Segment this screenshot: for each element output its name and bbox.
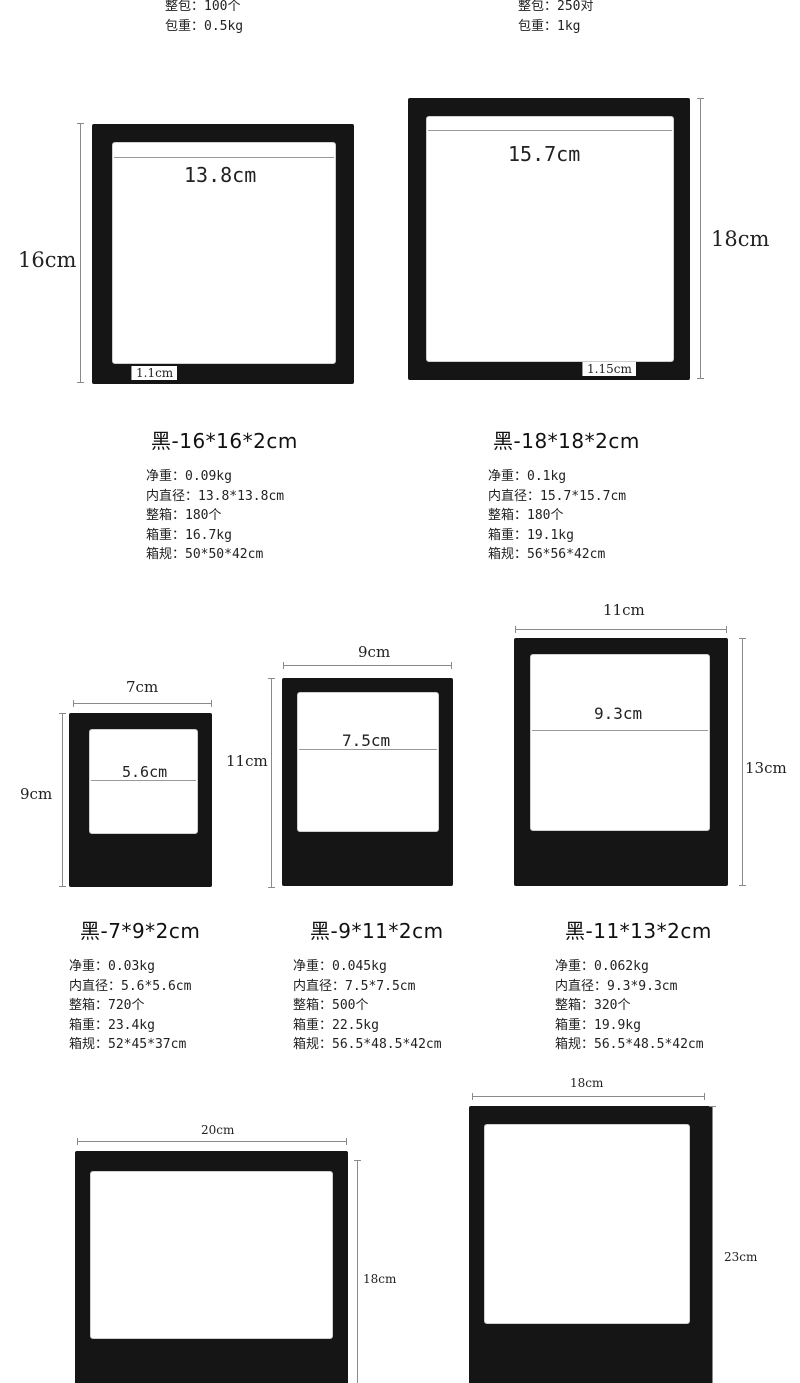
- spec-inner-diameter: 内直径：7.5*7.5cm: [293, 978, 416, 994]
- inner-width-line: [428, 130, 672, 131]
- width-label: 11cm: [603, 601, 645, 619]
- inner-width-label: 7.5cm: [342, 731, 391, 750]
- width-label: 20cm: [201, 1123, 235, 1137]
- spec-carton-size: 箱规：50*50*42cm: [146, 547, 264, 562]
- inner-width-label: 9.3cm: [594, 704, 643, 723]
- spec-carton-weight: 箱重：16.7kg: [146, 527, 232, 543]
- inner-width-line: [114, 157, 334, 158]
- frame-window: [112, 142, 336, 364]
- spec-per-carton: 整箱：320个: [555, 998, 631, 1013]
- width-label: 18cm: [570, 1076, 604, 1090]
- product-specs: 净重：0.09kg 内直径：13.8*13.8cm 整箱：180个 箱重：16.…: [146, 467, 284, 565]
- product-title: 黑-7*9*2cm: [80, 919, 201, 943]
- spec-net-weight: 净重：0.062kg: [555, 959, 649, 974]
- product-title: 黑-18*18*2cm: [493, 429, 640, 453]
- frame-window: [484, 1124, 690, 1324]
- inner-width-line: [299, 749, 437, 750]
- width-dimension-line: [472, 1093, 705, 1100]
- inner-width-label: 15.7cm: [508, 142, 581, 166]
- spec-carton-size: 箱规：56.5*48.5*42cm: [555, 1037, 704, 1052]
- spec-per-carton: 整箱：180个: [488, 508, 564, 523]
- border-width-label: 1.1cm: [131, 366, 178, 380]
- width-label: 9cm: [358, 643, 391, 661]
- height-label: 9cm: [20, 785, 53, 803]
- width-dimension-line: [515, 626, 727, 633]
- spec-carton-weight: 箱重：19.9kg: [555, 1017, 641, 1033]
- height-label: 18cm: [363, 1272, 397, 1286]
- spec-per-carton: 整箱：180个: [146, 508, 222, 523]
- width-dimension-line: [77, 1138, 347, 1145]
- spec-line: 包重：0.5kg: [165, 18, 244, 34]
- width-dimension-line: [283, 662, 452, 669]
- width-dimension-line: [73, 700, 212, 707]
- inner-width-label: 5.6cm: [122, 763, 168, 781]
- spec-inner-diameter: 内直径：15.7*15.7cm: [488, 488, 627, 504]
- height-dimension-line: [59, 713, 66, 887]
- frame-window: [530, 654, 710, 831]
- border-width-label: 1.15cm: [582, 362, 636, 376]
- spec-net-weight: 净重：0.03kg: [69, 959, 155, 974]
- product-specs: 净重：0.03kg 内直径：5.6*5.6cm 整箱：720个 箱重：23.4k…: [69, 957, 191, 1055]
- frame-window: [297, 692, 439, 832]
- frame-window: [89, 729, 198, 834]
- spec-per-carton: 整箱：500个: [293, 998, 369, 1013]
- frame-window: [426, 116, 674, 362]
- frame-window: [90, 1171, 333, 1339]
- spec-carton-size: 箱规：56.5*48.5*42cm: [293, 1037, 442, 1052]
- spec-line: 包重：1kg: [518, 18, 581, 34]
- spec-net-weight: 净重：0.045kg: [293, 959, 387, 974]
- height-label: 13cm: [745, 759, 787, 777]
- height-dimension-line: [77, 123, 84, 383]
- spec-line: 整包：100个: [165, 0, 241, 14]
- spec-inner-diameter: 内直径：5.6*5.6cm: [69, 978, 192, 994]
- height-dimension-line: [739, 638, 746, 886]
- product-specs: 净重：0.045kg 内直径：7.5*7.5cm 整箱：500个 箱重：22.5…: [293, 957, 442, 1055]
- spec-carton-weight: 箱重：23.4kg: [69, 1017, 155, 1033]
- spec-carton-size: 箱规：52*45*37cm: [69, 1037, 187, 1052]
- spec-net-weight: 净重：0.1kg: [488, 469, 567, 484]
- product-specs: 净重：0.1kg 内直径：15.7*15.7cm 整箱：180个 箱重：19.1…: [488, 467, 626, 565]
- top-specs-left: 整包：100个 包重：0.5kg: [165, 0, 243, 36]
- height-label: 18cm: [711, 227, 770, 251]
- height-label: 16cm: [18, 248, 77, 272]
- top-specs-right: 整包：250对 包重：1kg: [518, 0, 593, 36]
- inner-width-label: 13.8cm: [184, 163, 257, 187]
- width-label: 7cm: [126, 678, 159, 696]
- spec-carton-weight: 箱重：19.1kg: [488, 527, 574, 543]
- product-title: 黑-16*16*2cm: [151, 429, 298, 453]
- spec-inner-diameter: 内直径：9.3*9.3cm: [555, 978, 678, 994]
- product-title: 黑-9*11*2cm: [310, 919, 444, 943]
- product-specs: 净重：0.062kg 内直径：9.3*9.3cm 整箱：320个 箱重：19.9…: [555, 957, 704, 1055]
- spec-per-carton: 整箱：720个: [69, 998, 145, 1013]
- spec-net-weight: 净重：0.09kg: [146, 469, 232, 484]
- spec-inner-diameter: 内直径：13.8*13.8cm: [146, 488, 285, 504]
- height-label: 11cm: [226, 752, 268, 770]
- height-dimension-line: [268, 678, 275, 888]
- product-title: 黑-11*13*2cm: [565, 919, 712, 943]
- inner-width-line: [532, 730, 708, 731]
- inner-width-line: [91, 780, 196, 781]
- spec-carton-size: 箱规：56*56*42cm: [488, 547, 606, 562]
- height-dimension-line: [709, 1106, 716, 1383]
- height-dimension-line: [354, 1160, 361, 1383]
- spec-carton-weight: 箱重：22.5kg: [293, 1017, 379, 1033]
- height-dimension-line: [697, 98, 704, 379]
- height-label: 23cm: [724, 1250, 758, 1264]
- spec-line: 整包：250对: [518, 0, 594, 14]
